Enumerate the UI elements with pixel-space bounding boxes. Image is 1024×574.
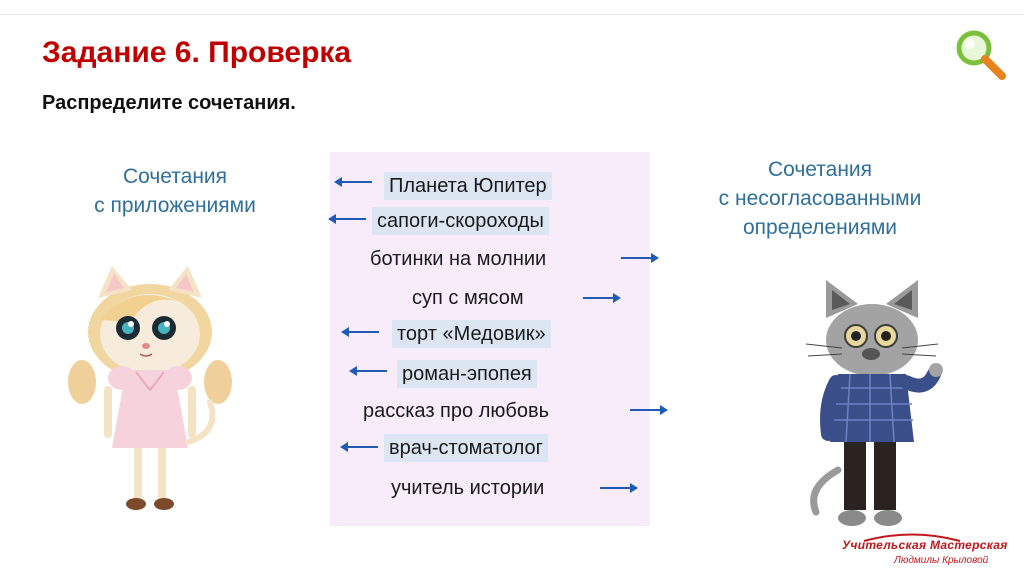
phrase-item[interactable]: роман-эпопея (397, 360, 537, 388)
arrow-right-icon (630, 405, 668, 415)
right-header-line: определениями (743, 216, 897, 239)
phrase-item[interactable]: торт «Медовик» (392, 320, 551, 348)
arrow-left-icon (334, 177, 372, 187)
arrow-right-icon (600, 483, 638, 493)
phrase-item[interactable]: рассказ про любовь (363, 400, 549, 422)
left-group-header: Сочетания с приложениями (70, 162, 280, 220)
logo-arc-icon (863, 533, 961, 542)
arrow-left-icon (340, 442, 378, 452)
phrase-item[interactable]: Планета Юпитер (384, 172, 552, 200)
slide-subtitle: Распределите сочетания. (42, 92, 296, 114)
left-header-line: с приложениями (94, 194, 256, 217)
logo-line2: Людмилы Крыловой (894, 555, 989, 566)
phrase-item[interactable]: суп с мясом (412, 287, 524, 309)
magnifier-icon[interactable] (950, 24, 1012, 86)
left-header-line: Сочетания (122, 165, 228, 188)
logo-line1: Учительская Мастерская (842, 538, 1008, 552)
phrase-item[interactable]: учитель истории (391, 477, 545, 499)
arrow-right-icon (621, 253, 659, 263)
phrase-item[interactable]: сапоги-скороходы (372, 207, 549, 235)
boy-cat-illustration (805, 280, 943, 526)
phrase-item[interactable]: врач-стоматолог (384, 434, 548, 462)
right-header-line: Сочетания (767, 158, 873, 181)
arrow-left-icon (349, 366, 387, 376)
slide-title: Задание 6. Проверка (42, 36, 352, 69)
arrow-left-icon (341, 327, 379, 337)
arrow-left-icon (328, 214, 366, 224)
phrase-item[interactable]: ботинки на молнии (370, 248, 547, 270)
right-group-header: Сочетания с несогласованными определения… (670, 155, 970, 242)
arrow-right-icon (583, 293, 621, 303)
girl-cat-illustration (68, 266, 232, 510)
publisher-logo: Учительская Мастерская Людмилы Крыловой (842, 533, 1012, 574)
slide-top-border (0, 0, 1024, 15)
right-header-line: с несогласованными (718, 187, 922, 210)
